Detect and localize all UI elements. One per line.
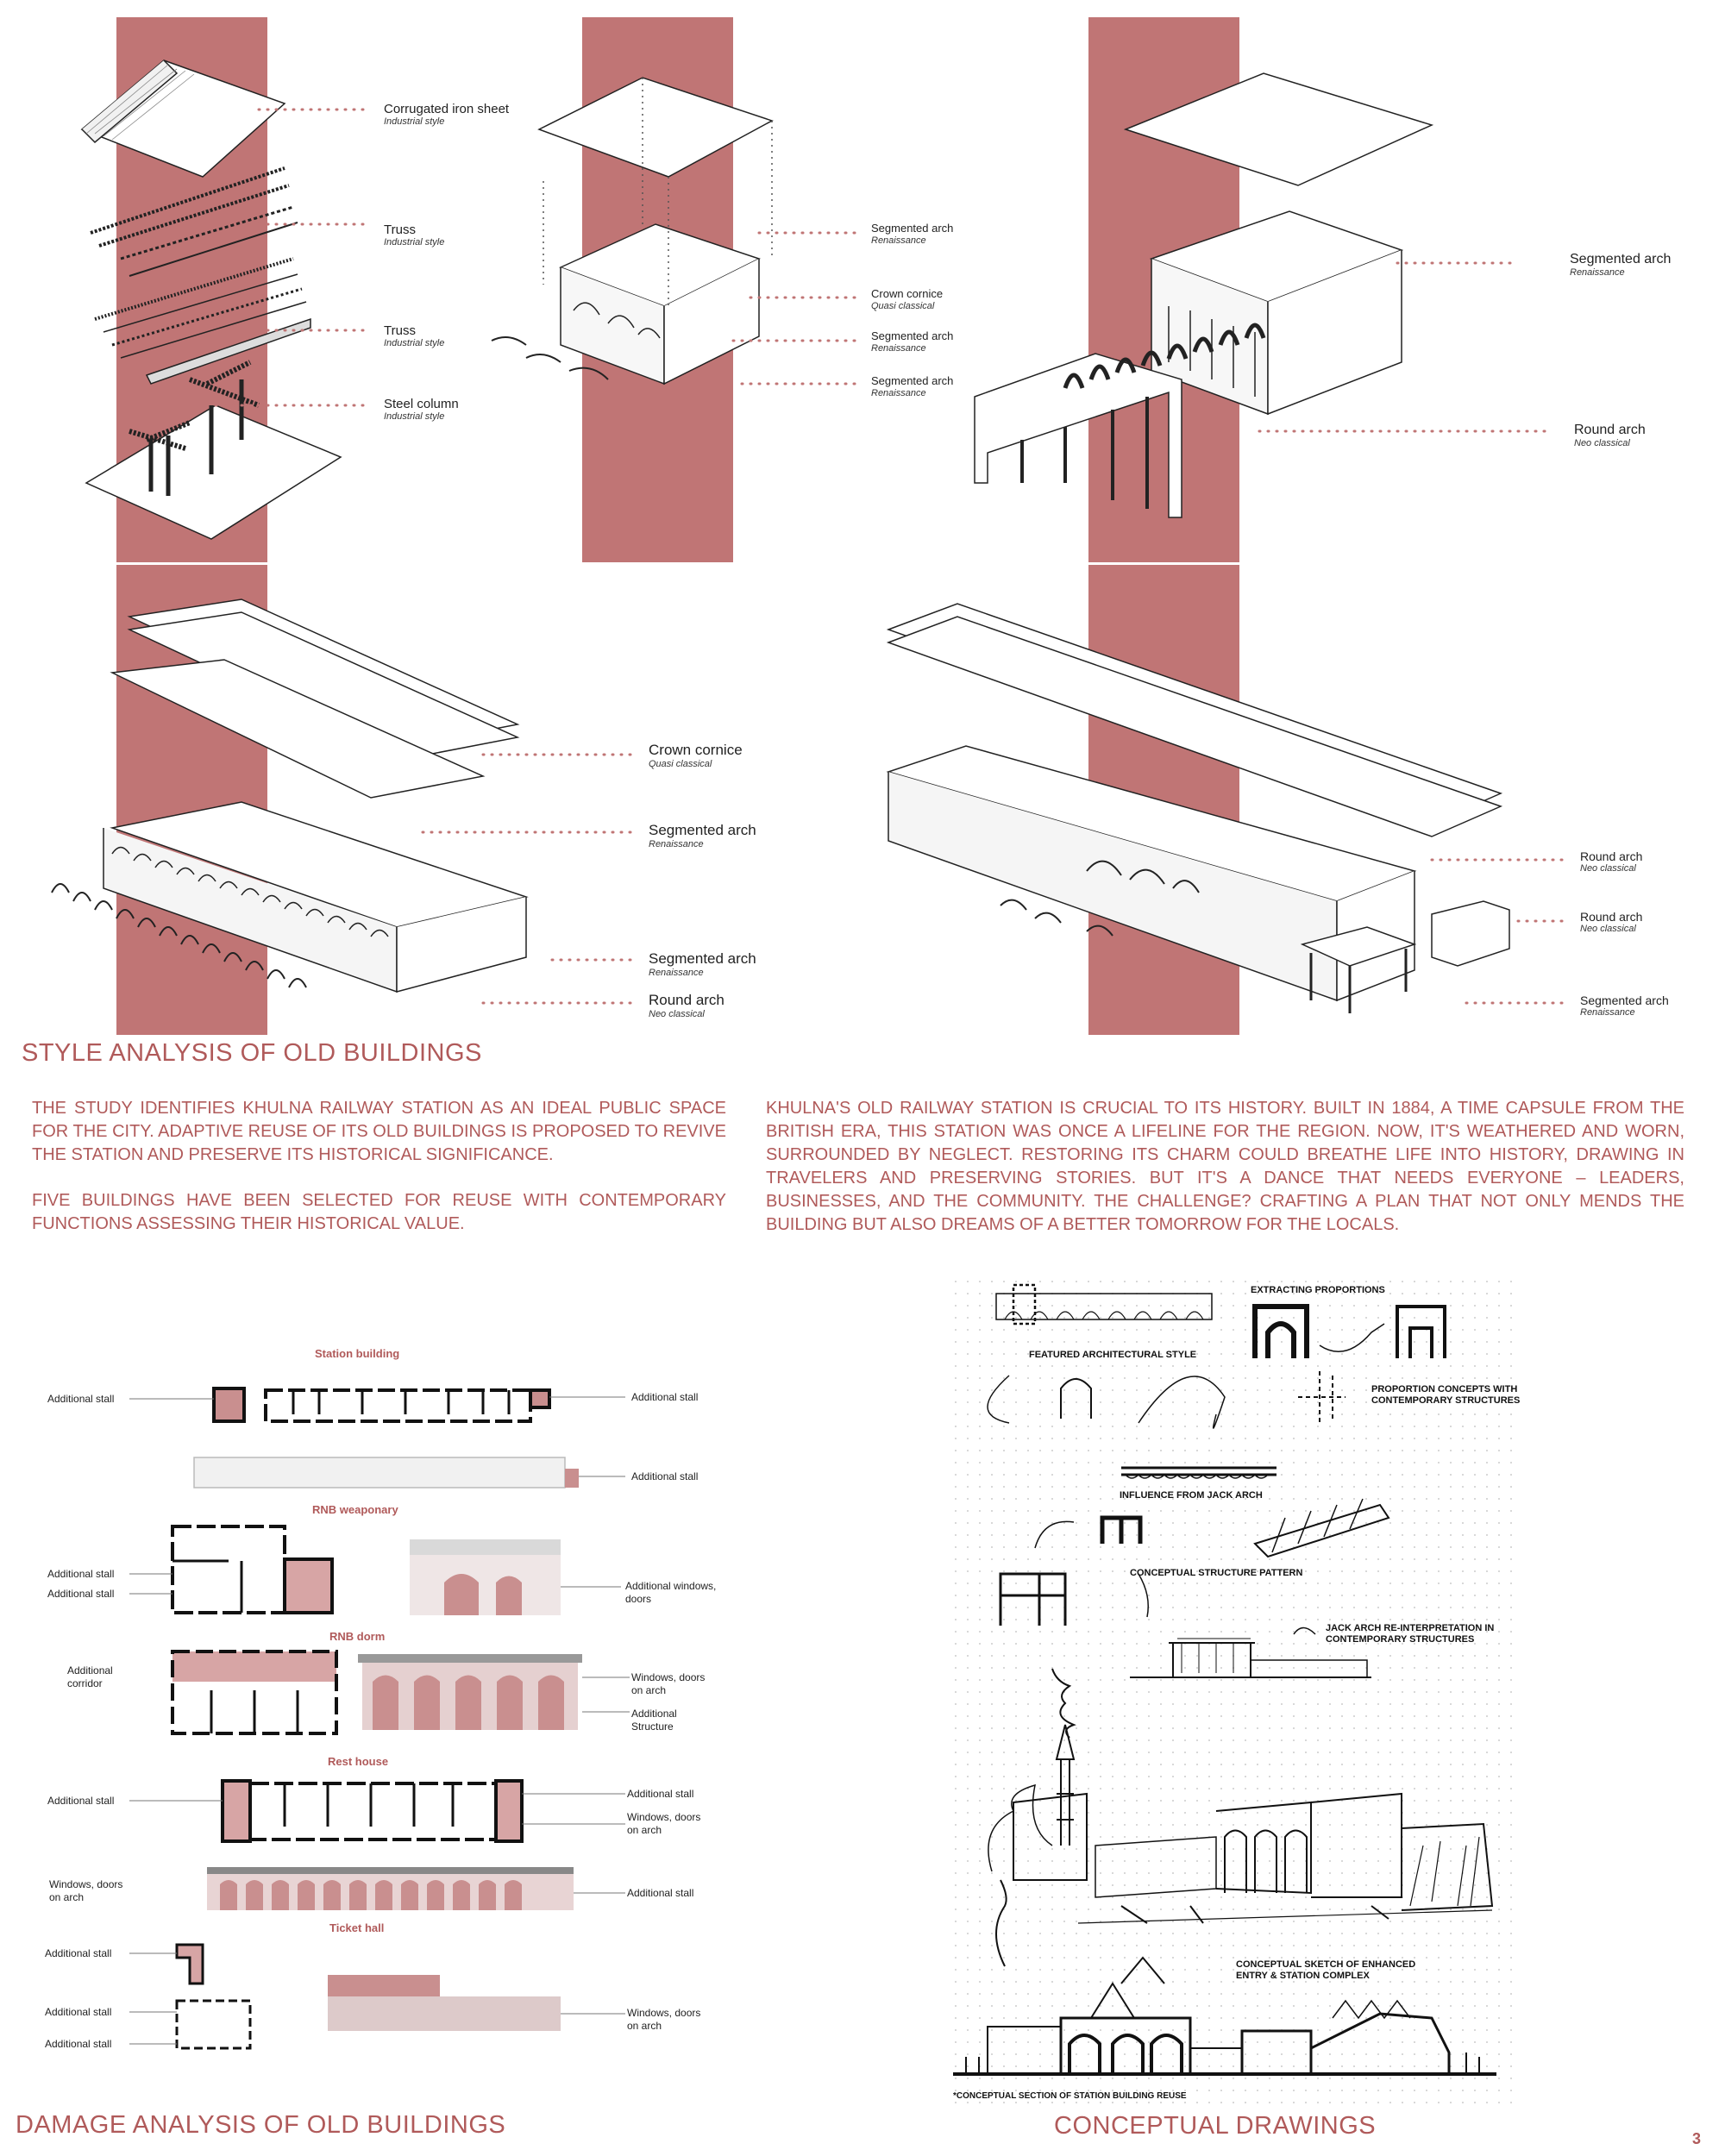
- label-additional-stall-4: Additional stall: [47, 1568, 115, 1580]
- building-e-drawing: [886, 603, 1510, 1013]
- label-additional-stall-10: Additional stall: [45, 2006, 112, 2018]
- label-additional-stall-9: Additional stall: [45, 1947, 112, 1959]
- rnb-weaponary-title: RNB weaponary: [312, 1503, 398, 1516]
- building-c-drawing: [974, 72, 1434, 518]
- label-windows-doors-on-arch-2: Windows, doors on arch: [627, 1811, 701, 1836]
- sketch-label-featured-style: FEATURED ARCHITECTURAL STYLE: [1029, 1350, 1197, 1360]
- label-additional-stall-5: Additional stall: [47, 1588, 115, 1600]
- label-additional-stall-2: Additional stall: [631, 1391, 699, 1403]
- sketch-label-extracting-proportions: EXTRACTING PROPORTIONS: [1251, 1285, 1385, 1295]
- damage-leader-lines: [129, 1396, 630, 2045]
- label-additional-stall-1: Additional stall: [47, 1393, 115, 1405]
- conceptual-drawings-title: CONCEPTUAL DRAWINGS: [1054, 2112, 1377, 2140]
- ticket-hall-title: Ticket hall: [329, 1921, 385, 1934]
- intro-paragraph-1: THE STUDY IDENTIFIES KHULNA RAILWAY STAT…: [32, 1099, 726, 1164]
- sketch-label-structure-pattern: CONCEPTUAL STRUCTURE PATTERN: [1130, 1568, 1303, 1578]
- label-windows-doors-on-arch-3: Windows, doors on arch: [49, 1878, 123, 1903]
- intro-paragraph-left: THE STUDY IDENTIFIES KHULNA RAILWAY STAT…: [32, 1097, 726, 1258]
- label-additional-structure: Additional Structure: [631, 1708, 677, 1733]
- sketch-label-jack-arch: INFLUENCE FROM JACK ARCH: [1120, 1490, 1263, 1501]
- label-additional-stall-8: Additional stall: [627, 1887, 694, 1899]
- sketch-label-proportion-concepts: PROPORTION CONCEPTS WITH CONTEMPORARY ST…: [1371, 1384, 1521, 1407]
- label-additional-stall-3: Additional stall: [631, 1470, 699, 1482]
- intro-paragraph-2: FIVE BUILDINGS HAVE BEEN SELECTED FOR RE…: [32, 1191, 726, 1233]
- rnb-dorm-title: RNB dorm: [329, 1630, 386, 1643]
- exploded-axonometric-drawings: [51, 60, 1571, 1013]
- building-d-drawing: [51, 599, 529, 993]
- label-windows-doors-on-arch-1: Windows, doors on arch: [631, 1671, 706, 1696]
- sketch-label-enhanced-entry: CONCEPTUAL SKETCH OF ENHANCED ENTRY & ST…: [1236, 1959, 1416, 1982]
- leader-lines: [214, 108, 1571, 1005]
- label-additional-stall-7: Additional stall: [627, 1788, 694, 1800]
- sketch-label-jack-reinterpretation: JACK ARCH RE-INTERPRETATION IN CONTEMPOR…: [1326, 1623, 1495, 1645]
- page-number: 3: [1692, 2130, 1702, 2147]
- label-windows-doors-on-arch-4: Windows, doors on arch: [627, 2007, 701, 2032]
- building-b-drawing: [491, 77, 774, 385]
- damage-analysis-title: DAMAGE ANALYSIS OF OLD BUILDINGS: [16, 2111, 506, 2139]
- rest-house-title: Rest house: [328, 1755, 389, 1768]
- history-paragraph: KHULNA'S OLD RAILWAY STATION IS CRUCIAL …: [766, 1099, 1684, 1234]
- label-additional-windows-doors: Additional windows, doors: [625, 1580, 717, 1605]
- building-a-drawing: [80, 60, 342, 540]
- station-building-title: Station building: [315, 1347, 400, 1360]
- sketch-label-section-reuse: *CONCEPTUAL SECTION OF STATION BUILDING …: [953, 2091, 1187, 2101]
- label-additional-stall-6: Additional stall: [47, 1795, 115, 1807]
- label-additional-corridor: Additional corridor: [67, 1664, 113, 1689]
- style-analysis-title: STYLE ANALYSIS OF OLD BUILDINGS: [22, 1039, 482, 1067]
- label-additional-stall-11: Additional stall: [45, 2038, 112, 2050]
